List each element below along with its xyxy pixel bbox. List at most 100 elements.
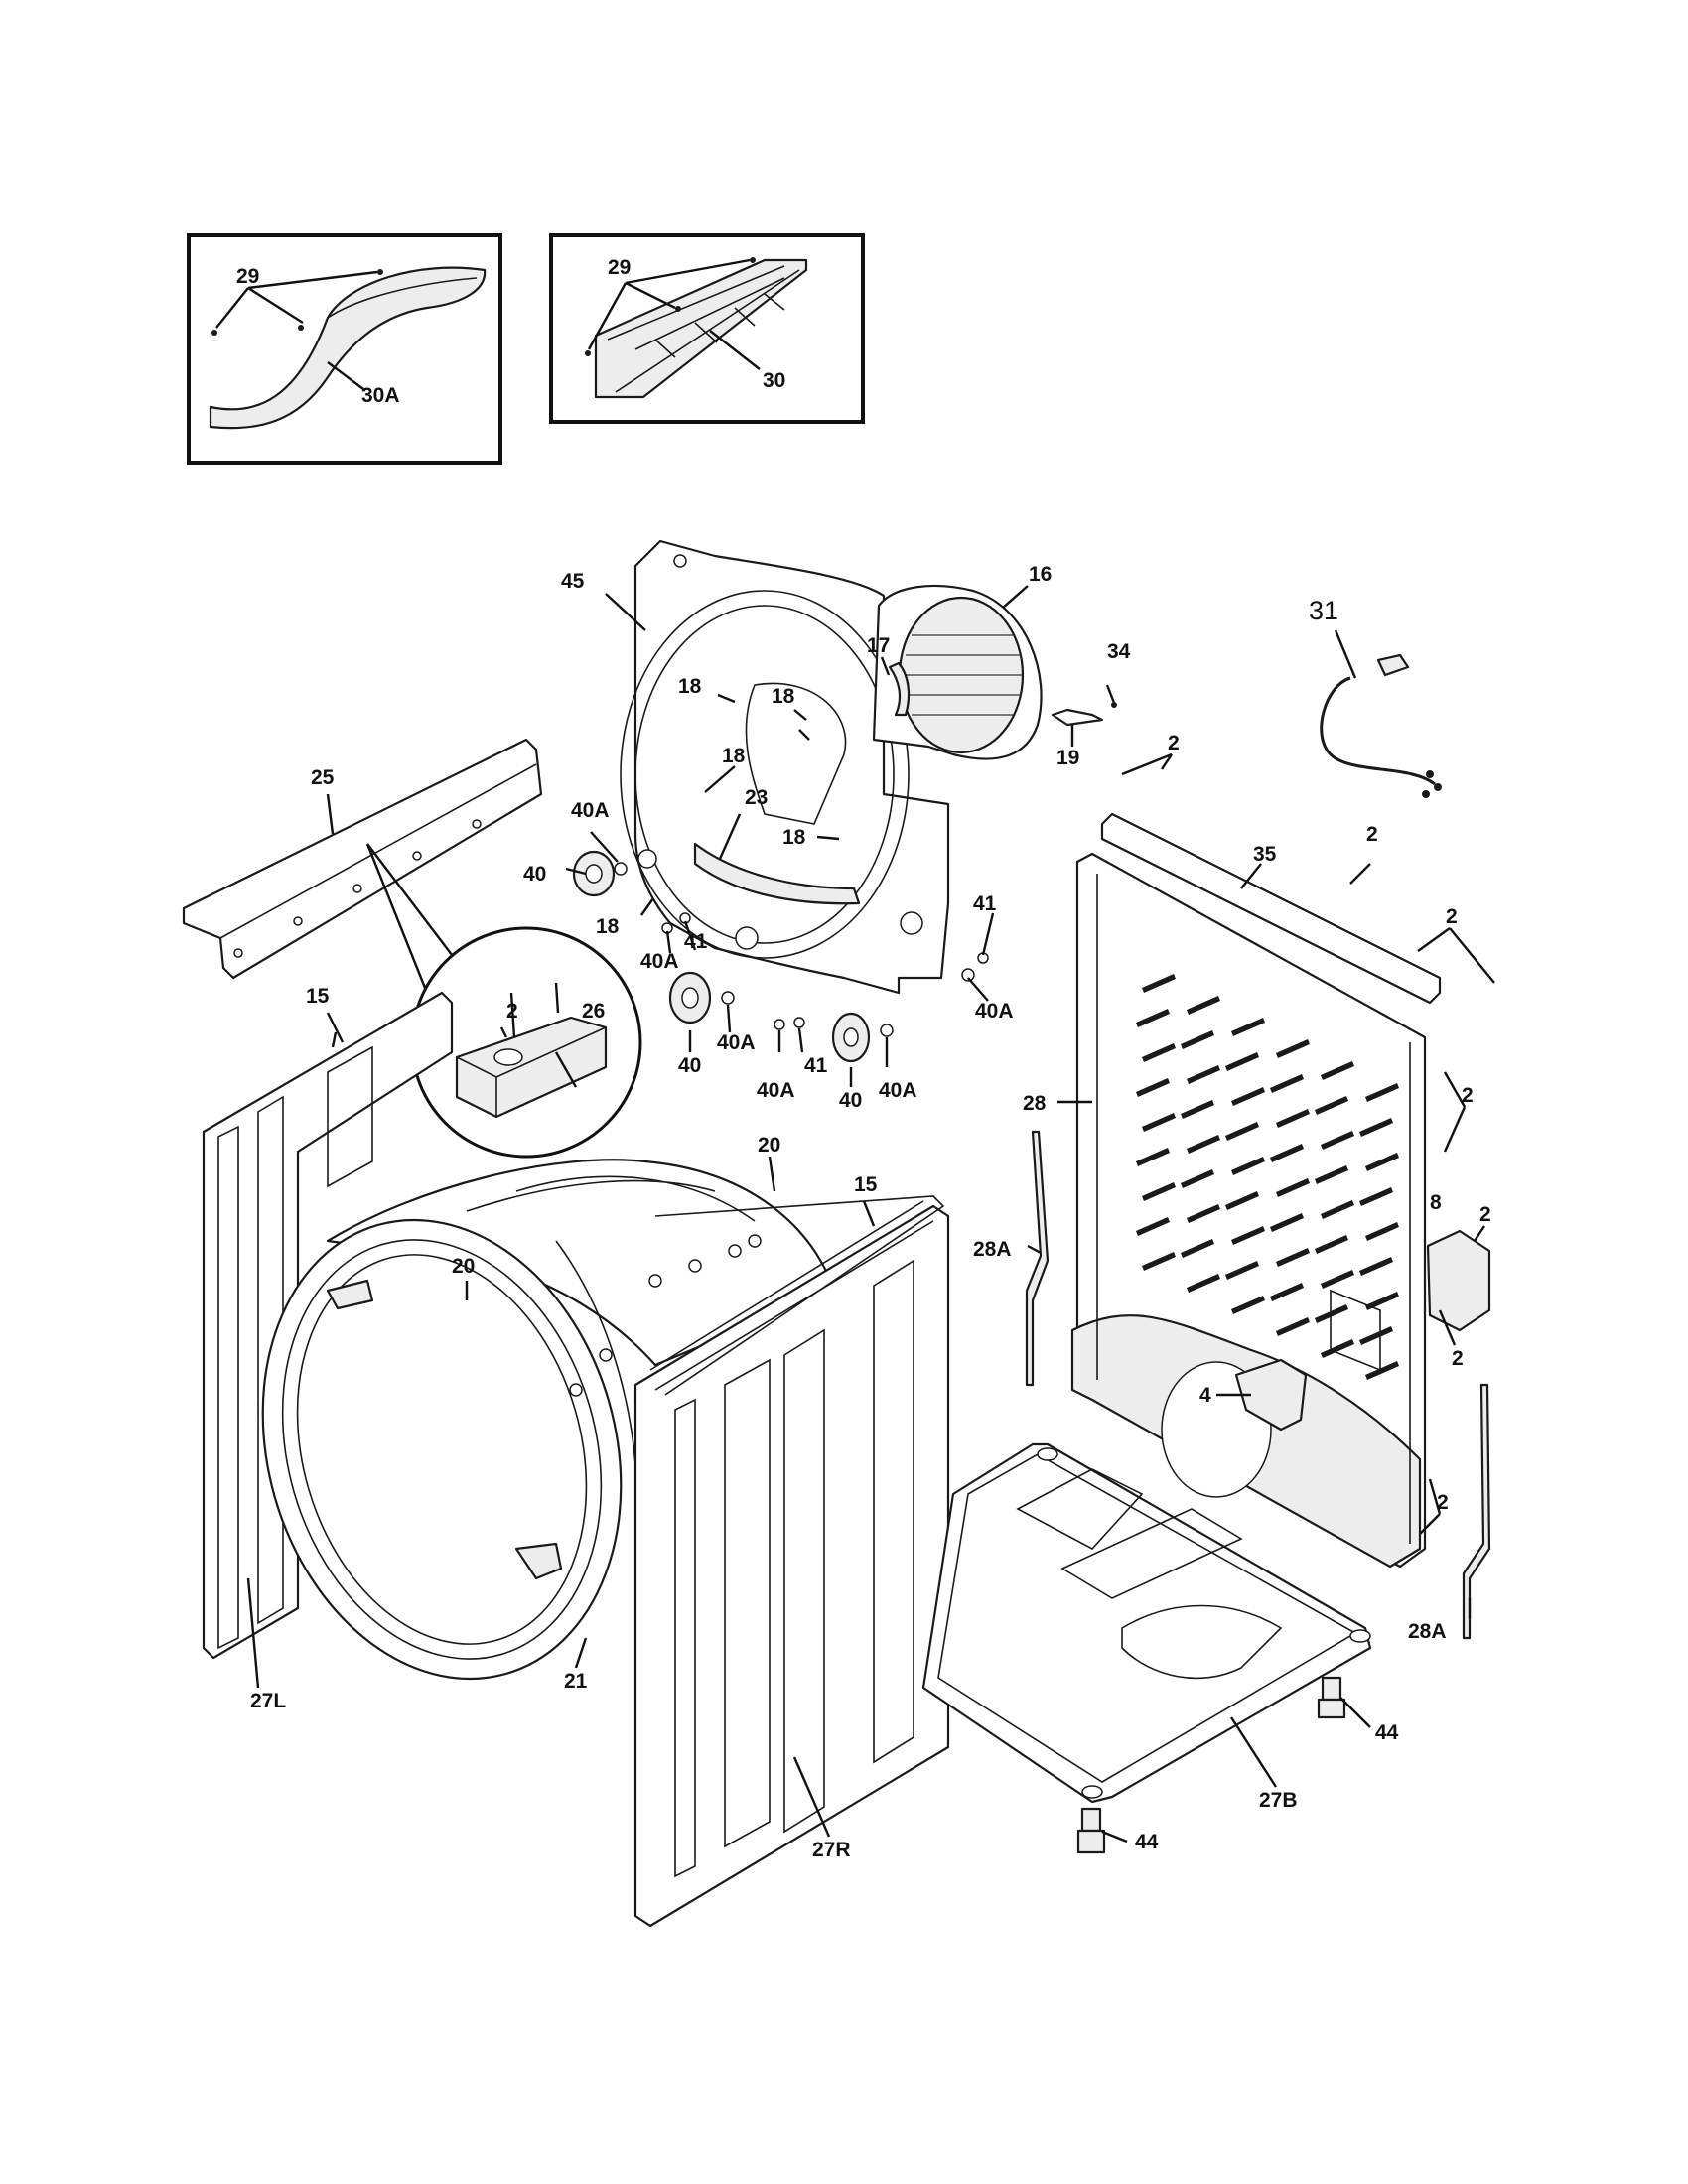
- vent-louver: [1315, 1304, 1348, 1323]
- callout-44-bottom: 44: [1135, 1831, 1159, 1853]
- vent-louver: [1276, 1248, 1310, 1267]
- rear-bulkhead: [620, 539, 950, 995]
- vent-louver: [1359, 1326, 1393, 1345]
- callout-2-b: 2: [1366, 823, 1378, 846]
- control-board-detail-26: [365, 843, 642, 1159]
- vent-louver: [1365, 1361, 1399, 1380]
- vent-louver: [1136, 1148, 1170, 1166]
- callout-40-2: 40: [678, 1054, 701, 1077]
- base-27b: [921, 1442, 1372, 1804]
- leveling-foot-44-bottom: [1076, 1807, 1106, 1854]
- vent-louver: [1142, 974, 1176, 993]
- callout-18-b: 18: [772, 685, 795, 708]
- vent-louver: [1365, 1292, 1399, 1310]
- callout-45: 45: [561, 570, 585, 593]
- drum-roller-40-2: [668, 971, 712, 1024]
- vent-louver: [1231, 1226, 1265, 1245]
- callout-18-a: 18: [678, 675, 702, 698]
- callout-8: 8: [1430, 1191, 1442, 1214]
- callout-2-d: 2: [1462, 1084, 1474, 1107]
- callout-2-a: 2: [1168, 732, 1180, 754]
- left-side-panel-27l: [202, 991, 454, 1660]
- vent-louver: [1231, 1296, 1265, 1314]
- callout-19: 19: [1056, 747, 1079, 769]
- top-rail-35: [1100, 812, 1442, 1005]
- callout-18-d: 18: [782, 826, 806, 849]
- callout-21: 21: [564, 1670, 588, 1693]
- callout-25: 25: [311, 766, 335, 789]
- callout-2-g: 2: [1437, 1491, 1449, 1514]
- vent-louver: [1231, 1157, 1265, 1175]
- callout-28a-left: 28A: [973, 1238, 1012, 1261]
- small-fasteners: [614, 862, 989, 1037]
- bracket-28a-left: [1025, 1130, 1050, 1387]
- inset-frame-30a: 29 30A: [187, 233, 502, 465]
- vent-louver: [1136, 1217, 1170, 1236]
- leader-lines: [246, 585, 1495, 1843]
- callout-30: 30: [763, 369, 785, 392]
- callout-40-3: 40: [839, 1089, 862, 1112]
- callout-40a-5: 40A: [879, 1079, 917, 1102]
- callout-40a-3: 40A: [717, 1031, 756, 1054]
- bracket-28a-right: [1462, 1383, 1491, 1640]
- bracket-8: [1426, 1229, 1491, 1332]
- vent-louver: [1270, 1144, 1304, 1162]
- vent-louver: [1231, 1018, 1265, 1036]
- drum-20: [261, 1159, 836, 1681]
- vent-louver: [1315, 1235, 1348, 1254]
- vent-louver: [1321, 1270, 1354, 1289]
- callout-40a-1: 40A: [571, 799, 610, 822]
- vent-louver: [1365, 1083, 1399, 1102]
- vent-louver: [1359, 1118, 1393, 1137]
- right-side-panel-27r: [633, 1195, 950, 1928]
- callout-20-front: 20: [452, 1255, 475, 1278]
- vent-louver: [1270, 1213, 1304, 1232]
- vent-louver: [1181, 1030, 1214, 1049]
- vent-louver: [1142, 1252, 1176, 1271]
- callout-40a-6: 40A: [975, 1000, 1014, 1023]
- vent-louvers: [1136, 974, 1399, 1380]
- vent-louver: [1276, 1109, 1310, 1128]
- callout-28: 28: [1023, 1092, 1047, 1115]
- vent-louver: [1276, 1317, 1310, 1336]
- vent-louver: [1365, 1222, 1399, 1241]
- inset-frame-30: 29 30: [549, 233, 865, 424]
- callout-40a-4: 40A: [757, 1079, 795, 1102]
- callout-41-2: 41: [973, 892, 997, 915]
- callout-2-f: 2: [1452, 1347, 1464, 1370]
- vent-louver: [1321, 1200, 1354, 1219]
- callout-26: 26: [582, 1000, 605, 1023]
- power-cord-31: [1320, 653, 1442, 798]
- vent-louver: [1187, 1204, 1220, 1223]
- leveling-foot-44-right: [1317, 1676, 1346, 1719]
- vent-louver: [1231, 1087, 1265, 1106]
- callout-29: 29: [236, 265, 259, 288]
- seal-17: [888, 661, 911, 717]
- vent-louver: [1359, 1187, 1393, 1206]
- callout-27r: 27R: [812, 1839, 851, 1861]
- callout-20-top: 20: [758, 1134, 780, 1157]
- callout-28a-right: 28A: [1408, 1620, 1447, 1643]
- callout-30a: 30A: [361, 384, 400, 407]
- drum-roller-40-1: [572, 850, 616, 897]
- callout-15-right: 15: [854, 1173, 878, 1196]
- top-rail-25: [182, 738, 543, 980]
- vent-louver: [1225, 1052, 1259, 1071]
- vent-louver: [1315, 1096, 1348, 1115]
- vent-louver: [1142, 1182, 1176, 1201]
- callout-18-c: 18: [722, 745, 746, 767]
- callout-18-e: 18: [596, 915, 620, 938]
- sensor-19: [1051, 708, 1104, 747]
- callout-23: 23: [745, 786, 768, 809]
- callout-41-3: 41: [804, 1054, 828, 1077]
- callout-29-inset2: 29: [608, 256, 631, 279]
- vent-louver: [1321, 1339, 1354, 1358]
- callout-44-right: 44: [1375, 1721, 1399, 1744]
- vent-louver: [1315, 1165, 1348, 1184]
- callout-16: 16: [1029, 563, 1052, 586]
- callout-2-c: 2: [1446, 905, 1458, 928]
- rear-panel-28: [1070, 852, 1427, 1569]
- vent-louver: [1225, 1191, 1259, 1210]
- vent-louver: [1142, 1043, 1176, 1062]
